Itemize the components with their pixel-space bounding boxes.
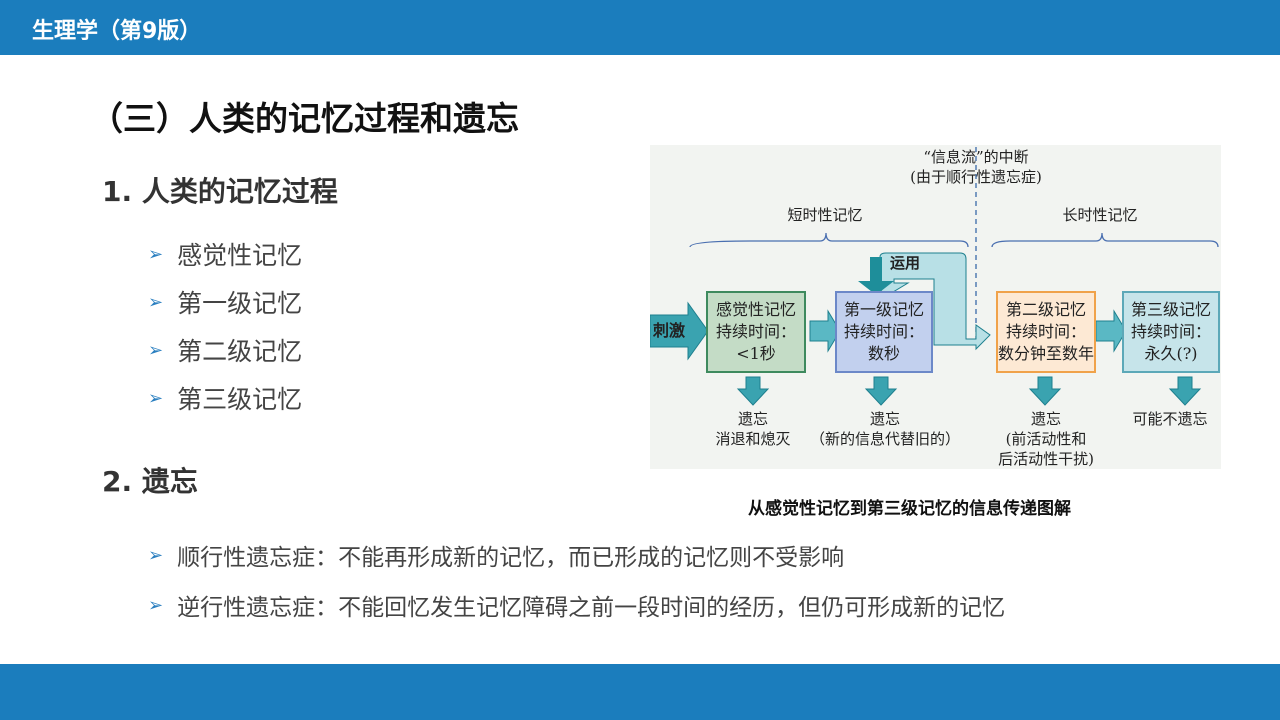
section-heading-memory-process: 1. 人类的记忆过程 [102, 175, 338, 208]
arrow-right-icon [809, 309, 841, 353]
bullet-text: 感觉性记忆 [177, 241, 303, 270]
bullet-text: 第三级记忆 [177, 385, 303, 414]
bullet-arrow-icon: ➢ [148, 544, 164, 566]
stimulus-label: 刺激 [653, 321, 686, 340]
interrupt-label: “信息流”的中断(由于顺行性遗忘症) [910, 148, 1042, 186]
bullet-text: 逆行性遗忘症：不能回忆发生记忆障碍之前一段时间的经历，但仍可形成新的记忆 [177, 595, 1006, 621]
use-label: 运用 [890, 254, 921, 272]
arrow-down-icon [1168, 376, 1202, 406]
outcome-label: 遗忘（新的信息代替旧的） [810, 410, 961, 448]
diagram-shapes [650, 147, 1219, 406]
stimulus-arrow-icon [650, 301, 709, 361]
use-down-arrow-icon [858, 257, 894, 295]
long-term-label: 长时性记忆 [1062, 206, 1138, 224]
arrow-down-icon [1028, 376, 1062, 406]
bullet-arrow-icon: ➢ [148, 243, 164, 265]
bullet-item: ➢ 感觉性记忆 [148, 236, 302, 272]
arrow-down-icon [736, 376, 770, 406]
bullet-item: ➢ 逆行性遗忘症：不能回忆发生记忆障碍之前一段时间的经历，但仍可形成新的记忆 [148, 588, 1005, 622]
bullet-arrow-icon: ➢ [148, 594, 164, 616]
section-heading-forgetting: 2. 遗忘 [102, 465, 198, 498]
bullet-arrow-icon: ➢ [148, 387, 164, 409]
secondary-memory-box: 第二级记忆持续时间：数分钟至数年 [996, 291, 1096, 373]
outcome-label: 遗忘(前活动性和后活动性干扰) [998, 410, 1094, 468]
bullet-text: 第一级记忆 [177, 289, 303, 318]
outcome-label: 遗忘消退和熄灭 [715, 410, 791, 448]
bullet-arrow-icon: ➢ [148, 291, 164, 313]
arrow-right-icon [1095, 309, 1127, 353]
tertiary-memory-box: 第三级记忆持续时间：永久(?) [1122, 291, 1220, 373]
bullet-item: ➢ 第三级记忆 [148, 380, 302, 416]
outcome-label: 可能不遗忘 [1132, 410, 1208, 428]
diagram-caption: 从感觉性记忆到第三级记忆的信息传递图解 [748, 499, 1071, 519]
bullet-item: ➢ 第二级记忆 [148, 332, 302, 368]
sensory-memory-box: 感觉性记忆持续时间：<1秒 [706, 291, 806, 373]
bullet-item: ➢ 顺行性遗忘症：不能再形成新的记忆，而已形成的记忆则不受影响 [148, 538, 844, 572]
bullet-arrow-icon: ➢ [148, 339, 164, 361]
long-term-brace [991, 232, 1219, 248]
short-term-brace [689, 232, 969, 248]
header-bar: 生理学（第9版） [0, 0, 1280, 55]
bullet-item: ➢ 第一级记忆 [148, 284, 302, 320]
arrow-down-icon [864, 376, 898, 406]
memory-diagram: “信息流”的中断(由于顺行性遗忘症) 短时性记忆 长时性记忆 刺激 运用 感觉性… [650, 145, 1221, 469]
slide-title: （三）人类的记忆过程和遗忘 [90, 99, 519, 138]
bullet-text: 第二级记忆 [177, 337, 303, 366]
footer-bar [0, 664, 1280, 720]
primary-memory-box: 第一级记忆持续时间：数秒 [835, 291, 933, 373]
header-title: 生理学（第9版） [32, 19, 202, 44]
bullet-text: 顺行性遗忘症：不能再形成新的记忆，而已形成的记忆则不受影响 [177, 545, 845, 571]
short-term-label: 短时性记忆 [787, 206, 863, 224]
